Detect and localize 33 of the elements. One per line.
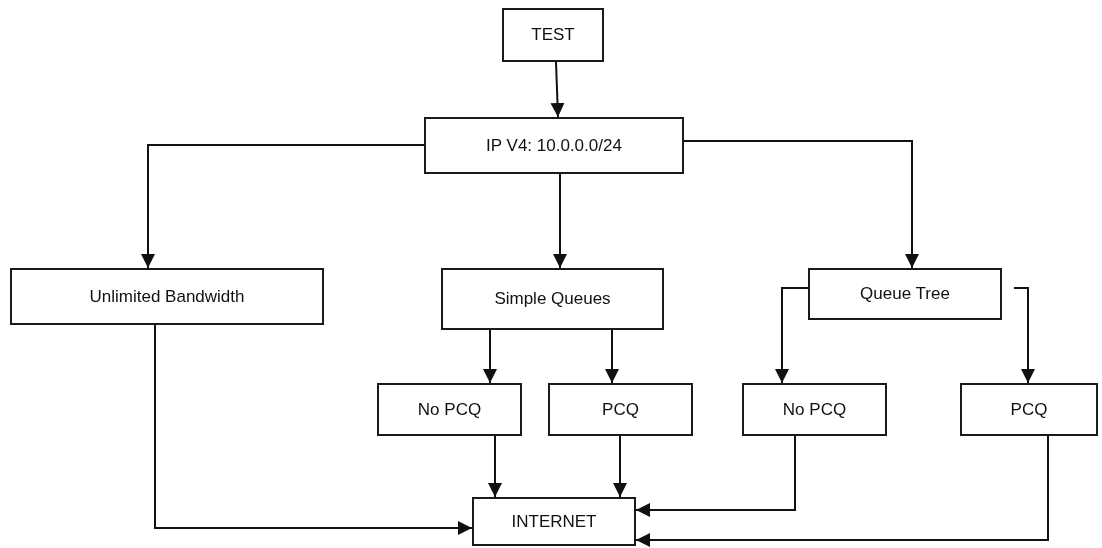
process-box <box>742 383 887 436</box>
box-label: No PCQ <box>782 399 847 420</box>
process-box <box>441 268 664 330</box>
process-box <box>424 117 684 174</box>
box-label: TEST <box>531 25 575 45</box>
process-box <box>472 497 636 546</box>
arrow <box>775 287 809 384</box>
arrow <box>613 435 627 498</box>
arrow <box>553 173 567 269</box>
process-box <box>960 383 1098 436</box>
arrow <box>483 329 497 384</box>
arrow <box>141 144 425 269</box>
box-label: PCQ <box>1010 399 1048 420</box>
process-box <box>808 268 1002 320</box>
arrow <box>635 435 1049 547</box>
box-label: Simple Queues <box>494 289 611 309</box>
box-label: Queue Tree <box>860 284 950 304</box>
arrow <box>605 329 619 384</box>
box-label: Unlimited Bandwidth <box>89 286 245 307</box>
process-box <box>377 383 522 436</box>
box-label: IP V4: 10.0.0.0/24 <box>486 135 622 156</box>
process-box <box>502 8 604 62</box>
arrow <box>550 61 565 118</box>
box-label: PCQ <box>602 399 639 420</box>
arrow <box>488 435 502 498</box>
process-box <box>10 268 324 325</box>
arrow <box>1013 287 1035 384</box>
arrow <box>154 324 473 535</box>
arrow <box>635 435 796 517</box>
process-box <box>548 383 693 436</box>
box-label: No PCQ <box>417 399 482 420</box>
box-label: INTERNET <box>511 511 597 532</box>
arrow <box>683 140 919 269</box>
